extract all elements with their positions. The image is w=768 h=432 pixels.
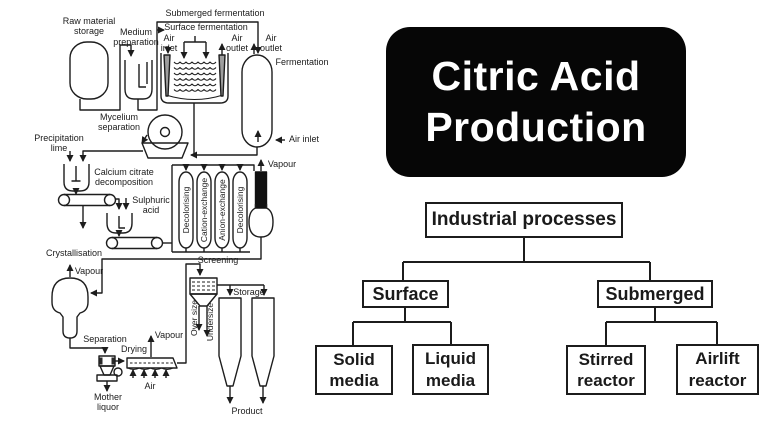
label-precipitation-lime: Precipitation lime — [34, 133, 84, 154]
tree-node-airlift-reactor: Airlift reactor — [676, 344, 759, 395]
label-air: Air — [144, 381, 156, 391]
label-product: Product — [231, 406, 263, 416]
label-screening: Screening — [197, 255, 239, 265]
treatment-columns — [178, 171, 248, 249]
label-surface-fermentation: Surface fermentation — [164, 22, 248, 32]
label-vapour-evaporator: Vapour — [267, 159, 297, 169]
label-drying: Drying — [120, 344, 148, 354]
label-separation: Separation — [83, 334, 127, 344]
title-line-1: Citric Acid — [431, 52, 641, 99]
centrifuge — [96, 355, 123, 382]
label-mother-liquor: Mother liquor — [93, 392, 123, 413]
storage-silos — [218, 297, 275, 387]
tree-node-stirred-reactor: Stirred reactor — [566, 345, 646, 395]
evaporator — [248, 171, 274, 238]
tree-node-submerged: Submerged — [597, 280, 713, 308]
crystalliser — [51, 277, 89, 339]
fermenter-column — [241, 54, 273, 148]
sulphuric-acid-vessel — [106, 213, 133, 234]
label-calcium-citrate-decomposition: Calcium citrate decomposition — [94, 167, 154, 188]
label-undersize: Undersize — [204, 302, 215, 342]
tree-node-solid-media: Solid media — [315, 345, 393, 395]
flowsheet — [51, 21, 285, 404]
label-decolorising-2: Decolorising — [234, 186, 245, 234]
label-fermentation: Fermentation — [275, 57, 329, 67]
raw-material-vessel — [69, 41, 109, 100]
label-raw-material-storage: Raw material storage — [62, 16, 116, 37]
rotary-filter — [141, 114, 189, 159]
label-anion-exchange: Anion-exchange — [216, 179, 227, 241]
label-over-size: Over size — [188, 300, 199, 336]
tree-node-liquid-media: Liquid media — [412, 344, 489, 395]
label-medium-preparation: Medium preparation — [113, 27, 159, 48]
label-mycelium-separation: Mycelium separation — [97, 112, 141, 133]
screen — [189, 277, 218, 307]
tree-node-surface: Surface — [362, 280, 449, 308]
medium-preparation-vessel — [124, 60, 153, 100]
title-banner: Citric Acid Production — [386, 27, 686, 177]
label-air-outlet-tray: Air outlet — [225, 33, 249, 54]
label-air-outlet-column: Air outlet — [259, 33, 283, 54]
dryer — [126, 357, 178, 370]
tray-fermenter — [160, 53, 229, 104]
conveyor-belt-2 — [105, 236, 164, 250]
label-cation-exchange: Cation-exchange — [198, 177, 209, 243]
label-crystallisation: Crystallisation — [45, 248, 103, 258]
label-submerged-fermentation: Submerged fermentation — [165, 8, 265, 18]
label-air-inlet-column: Air inlet — [288, 134, 320, 144]
calcium-citrate-vessel — [63, 164, 90, 192]
label-vapour-dryer: Vapour — [154, 330, 184, 340]
label-sulphuric-acid: Sulphuric acid — [132, 195, 170, 216]
label-storage: Storage — [233, 287, 265, 297]
conveyor-belt-1 — [57, 193, 117, 207]
label-decolorising-1: Decolorising — [180, 186, 191, 234]
tree-node-industrial-processes: Industrial processes — [425, 202, 623, 238]
label-air-inlet-tray: Air inlet — [160, 33, 178, 54]
tree-connectors — [352, 238, 718, 345]
title-line-2: Production — [425, 104, 647, 150]
label-vapour-crystalliser: Vapour — [74, 266, 104, 276]
